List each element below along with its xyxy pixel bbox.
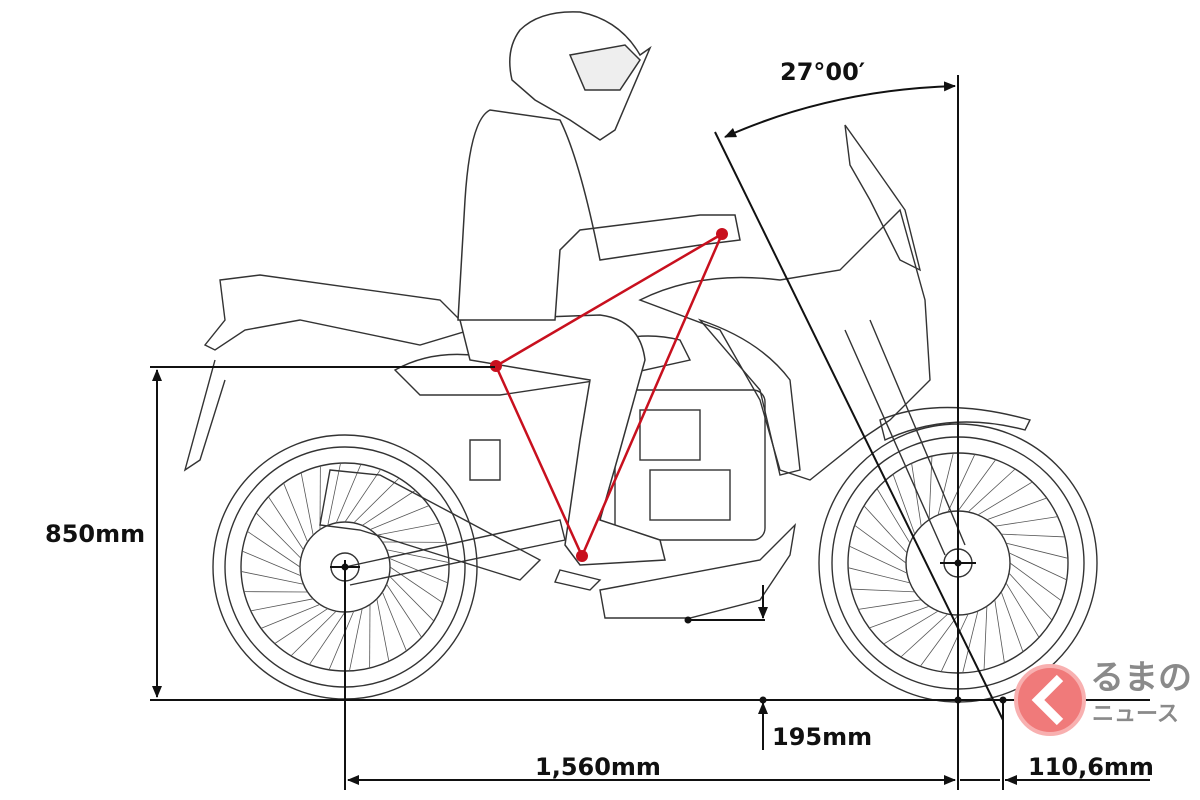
front-fender — [879, 406, 1032, 441]
wheel-spoke — [947, 454, 976, 513]
wheel-spoke — [382, 591, 407, 652]
wheel-spoke — [389, 566, 443, 603]
wheel-spoke — [848, 567, 911, 584]
wheel-spoke — [962, 610, 979, 673]
wheel-spokes — [241, 453, 1068, 673]
wheel-spoke — [300, 472, 314, 536]
wheel-spoke — [247, 531, 301, 568]
front-forks — [844, 319, 966, 556]
wheel-spoke — [309, 611, 346, 665]
wheel-spoke — [386, 584, 422, 638]
windscreen — [844, 124, 922, 272]
wheel-spoke — [1001, 533, 1065, 538]
wheel-spoke — [851, 588, 915, 593]
wheel-spoke — [349, 608, 363, 671]
wheel-spoke — [858, 599, 922, 610]
trail-label: 110,6mm — [1028, 753, 1154, 781]
wheel-spoke — [854, 524, 907, 564]
wheel-spoke — [255, 512, 302, 559]
wheel-spoke — [283, 482, 308, 543]
caster-angle-arc — [724, 81, 956, 138]
wheel-spoke — [940, 613, 969, 672]
wheel-spoke — [1008, 572, 1053, 621]
motorcycle-drawing — [183, 124, 1098, 703]
rider-legs — [459, 314, 666, 566]
wheel-spoke — [986, 497, 1047, 521]
wheel-spoke — [353, 477, 400, 524]
wheel-spoke — [967, 468, 1016, 513]
wheel-spoke — [335, 464, 362, 524]
seat-height-label: 850mm — [45, 520, 146, 548]
hand-point — [716, 228, 728, 240]
wheel-spoke — [388, 575, 435, 622]
ground-clearance-label: 195mm — [772, 723, 873, 751]
wheel-spoke — [869, 605, 930, 629]
wheel-spoke — [250, 598, 314, 612]
watermark-text-1: るまの — [1090, 658, 1192, 698]
dimension-lines — [150, 75, 1150, 790]
wheel-spoke — [919, 614, 959, 667]
tail-section — [203, 274, 472, 351]
wheel-spoke — [994, 516, 1058, 527]
wheelbase-label: 1,560mm — [535, 753, 661, 781]
wheel-spoke — [376, 598, 390, 662]
hip-point — [490, 360, 502, 372]
wheel-spoke — [863, 505, 908, 554]
skid-plate — [599, 522, 797, 619]
wheel-spoke — [876, 488, 911, 544]
wheel-spoke — [242, 550, 302, 577]
wheel-spoke — [900, 613, 949, 658]
dimension-points — [341, 559, 1007, 704]
wheel-spoke — [241, 571, 304, 585]
wheel-spoke — [1009, 562, 1062, 602]
wheel-spoke — [977, 481, 1033, 516]
watermark-text-2: ニュース — [1092, 702, 1179, 727]
wheel-spoke — [274, 608, 328, 644]
wheel-spoke — [892, 474, 916, 535]
rider-drawing — [457, 11, 741, 566]
wheel-spoke — [344, 469, 381, 523]
caster-angle-label: 27°00′ — [780, 58, 866, 86]
wheel-spoke — [1005, 542, 1068, 559]
wheel-spoke — [937, 453, 954, 516]
helmet-visor — [568, 44, 641, 91]
swingarm — [344, 519, 566, 586]
wheel-spoke — [983, 606, 988, 670]
wheel-spoke — [268, 496, 304, 550]
wheel-spoke — [1008, 552, 1067, 581]
wheel-spoke — [911, 463, 922, 527]
foot-point — [576, 550, 588, 562]
wheel-spoke — [849, 545, 908, 574]
wheel-spoke — [369, 505, 430, 530]
wheel-spoke — [376, 522, 440, 536]
wheel-spoke — [362, 490, 416, 526]
wheel-spoke — [386, 549, 449, 563]
wheel-spoke — [957, 459, 997, 512]
wheel-spoke — [994, 599, 1005, 663]
wheel-spoke — [327, 463, 341, 526]
watermark-logo — [1014, 664, 1086, 736]
engine — [614, 389, 766, 541]
wheel-spoke — [328, 610, 355, 670]
wheel-spoke — [1005, 582, 1040, 638]
fairing — [638, 208, 931, 481]
wheel-spoke — [290, 610, 337, 657]
wheel-spoke — [883, 610, 939, 645]
wheel-spoke — [1000, 591, 1024, 652]
wheel-spoke — [260, 604, 321, 629]
steering-axis-line — [714, 131, 1004, 721]
ergonomic-triangle — [490, 228, 728, 562]
exhaust — [319, 469, 542, 581]
rider-torso — [457, 109, 741, 321]
